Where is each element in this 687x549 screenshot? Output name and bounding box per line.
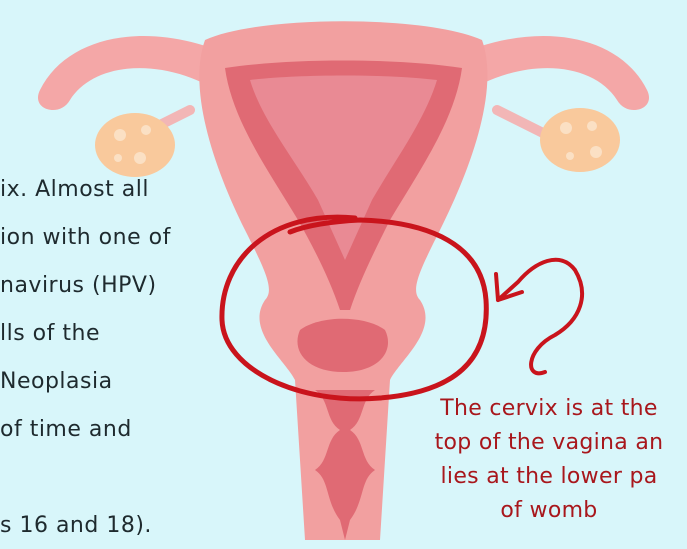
- body-text-line-6: of time and: [0, 416, 132, 444]
- caption-line-3: lies at the lower pa: [384, 460, 687, 494]
- caption-line-1: The cervix is at the: [384, 392, 687, 426]
- annotation-arrow: [498, 260, 582, 374]
- body-text-line-5: Neoplasia: [0, 368, 113, 396]
- cervix-caption: The cervix is at the top of the vagina a…: [384, 392, 687, 528]
- caption-line-4: of womb: [384, 494, 687, 528]
- body-text-line-8: s 16 and 18).: [0, 512, 152, 540]
- body-text-line-3: navirus (HPV): [0, 272, 157, 300]
- caption-line-2: top of the vagina an: [384, 426, 687, 460]
- body-text-line-1: ix. Almost all: [0, 176, 149, 204]
- body-text-line-4: lls of the: [0, 320, 100, 348]
- body-text-line-2: ion with one of: [0, 224, 171, 252]
- left-ovary: [95, 113, 175, 177]
- right-ovary: [540, 108, 620, 172]
